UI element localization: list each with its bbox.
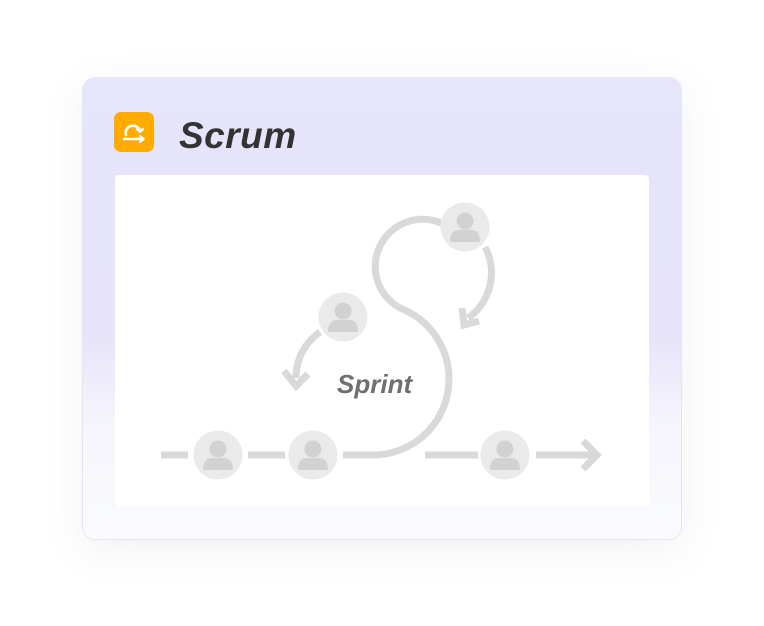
team-member-node-3 bbox=[480, 430, 530, 480]
sprint-label: Sprint bbox=[337, 369, 413, 399]
sprint-diagram-panel: Sprint bbox=[115, 175, 649, 506]
timeline-arrowhead bbox=[580, 438, 602, 472]
scrum-card: Scrum bbox=[83, 78, 681, 539]
scrum-logo-icon bbox=[114, 112, 154, 152]
sprint-loop-curve bbox=[343, 215, 453, 459]
page-title: Scrum bbox=[179, 115, 297, 156]
team-member-node-5 bbox=[440, 202, 490, 252]
return-arrowhead-upper bbox=[458, 307, 480, 330]
team-member-node-1 bbox=[193, 430, 243, 480]
return-arrow-left bbox=[292, 329, 323, 379]
team-member-node-4 bbox=[318, 292, 368, 342]
team-member-node-2 bbox=[288, 430, 338, 480]
cycle-arrow-icon bbox=[122, 124, 145, 143]
return-arrow-upper bbox=[465, 245, 495, 321]
return-arrowhead-left bbox=[281, 368, 311, 392]
sprint-diagram: Sprint bbox=[161, 202, 602, 480]
